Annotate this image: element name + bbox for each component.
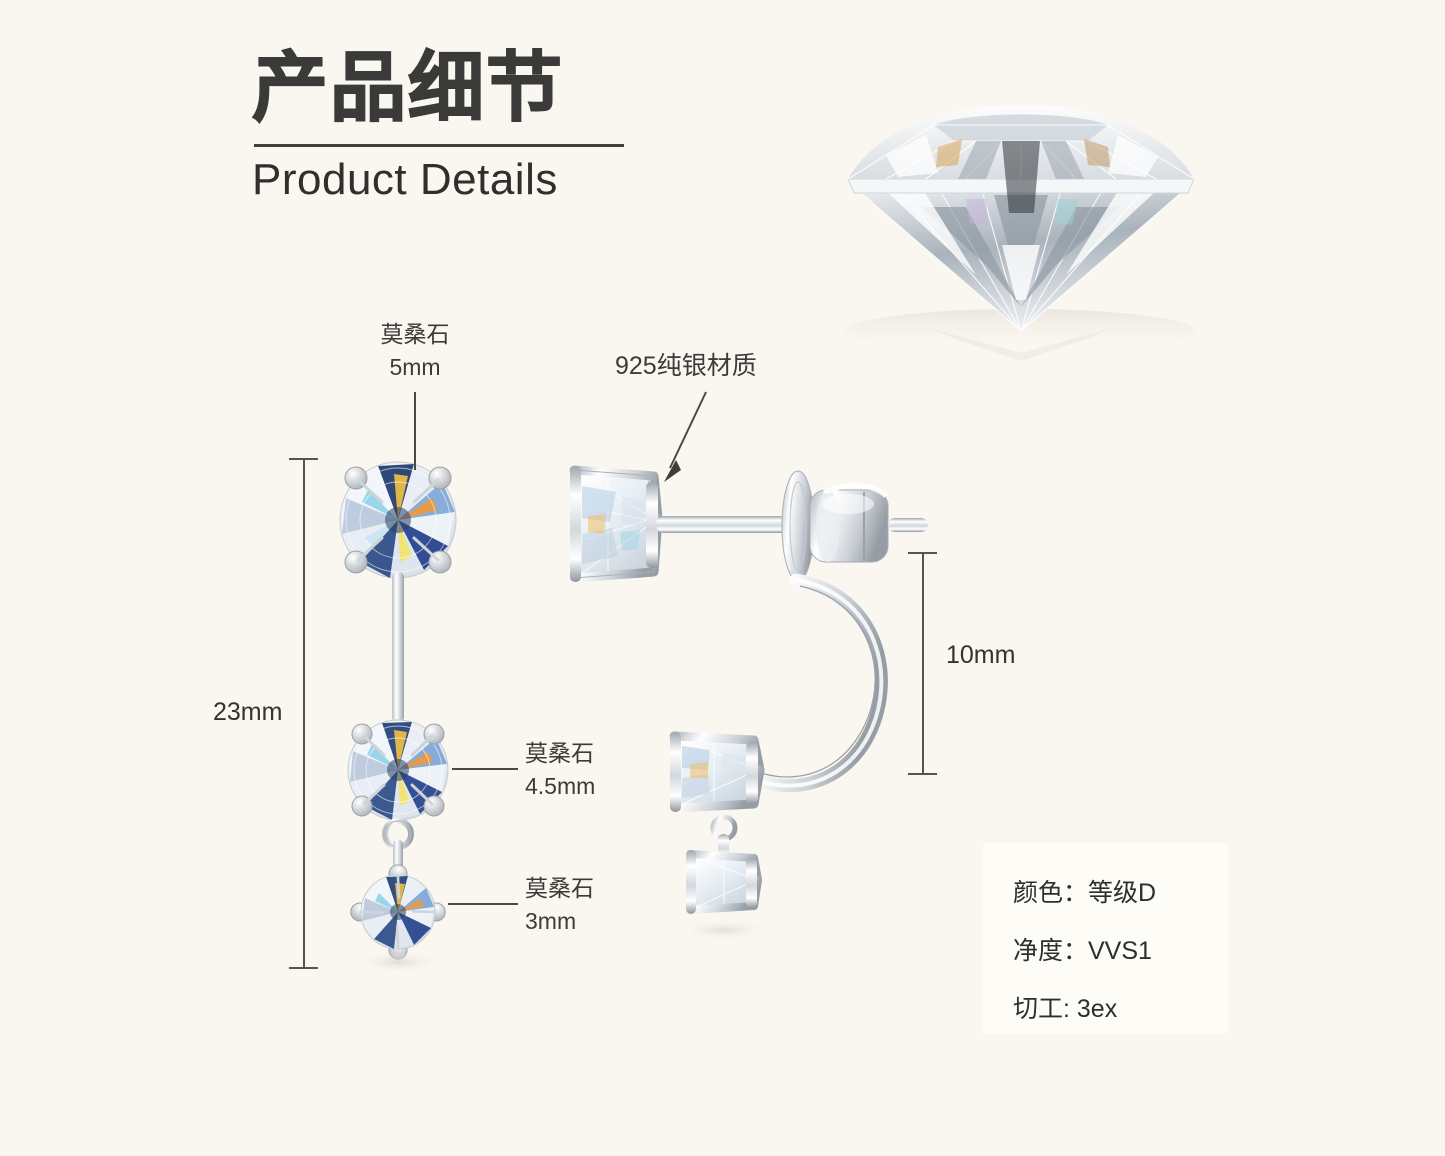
annotation-top-stone: 莫桑石 5mm bbox=[360, 318, 470, 385]
annotation-bottom-stone-material: 莫桑石 bbox=[525, 875, 594, 901]
leader-line-top-stone bbox=[414, 392, 416, 470]
dimension-cap-bottom bbox=[289, 967, 318, 969]
dimension-cap-top bbox=[289, 458, 318, 460]
page-title-en: Product Details bbox=[252, 154, 558, 204]
annotation-middle-stone-material: 莫桑石 bbox=[525, 740, 594, 766]
dimension-label-total-length: 23mm bbox=[213, 698, 283, 726]
title-divider bbox=[254, 143, 624, 147]
annotation-material-callout: 925纯银材质 bbox=[615, 352, 757, 380]
spec-color: 颜色：等级D bbox=[1013, 879, 1157, 907]
hero-diamond-image bbox=[826, 95, 1216, 375]
dimension-line-jacket-drop bbox=[922, 552, 924, 774]
annotation-bottom-stone: 莫桑石 3mm bbox=[525, 872, 594, 939]
leader-line-bottom-stone bbox=[448, 903, 518, 905]
annotation-middle-stone: 莫桑石 4.5mm bbox=[525, 737, 595, 804]
dimension-label-jacket-drop: 10mm bbox=[946, 641, 1016, 669]
page-title-block: 产品细节 Product Details bbox=[251, 43, 672, 205]
dimension-cap-jacket-top bbox=[908, 552, 937, 554]
spec-clarity: 净度：VVS1 bbox=[1013, 937, 1152, 965]
annotation-middle-stone-size: 4.5mm bbox=[525, 773, 596, 800]
earring-side-view-illustration bbox=[548, 430, 938, 1010]
dimension-cap-jacket-bottom bbox=[908, 773, 937, 775]
annotation-top-stone-material: 莫桑石 bbox=[380, 321, 450, 347]
earring-front-view-illustration bbox=[300, 420, 500, 1000]
leader-line-middle-stone bbox=[452, 768, 518, 770]
page-title-cn: 产品细节 bbox=[251, 43, 564, 132]
dimension-line-total-length bbox=[303, 458, 305, 968]
annotation-top-stone-size: 5mm bbox=[389, 354, 441, 381]
spec-cut: 切工: 3ex bbox=[1013, 995, 1118, 1023]
specifications-box: 颜色：等级D 净度：VVS1 切工: 3ex bbox=[983, 843, 1228, 1033]
leader-arrow-material-callout bbox=[654, 388, 714, 488]
annotation-bottom-stone-size: 3mm bbox=[525, 908, 577, 935]
